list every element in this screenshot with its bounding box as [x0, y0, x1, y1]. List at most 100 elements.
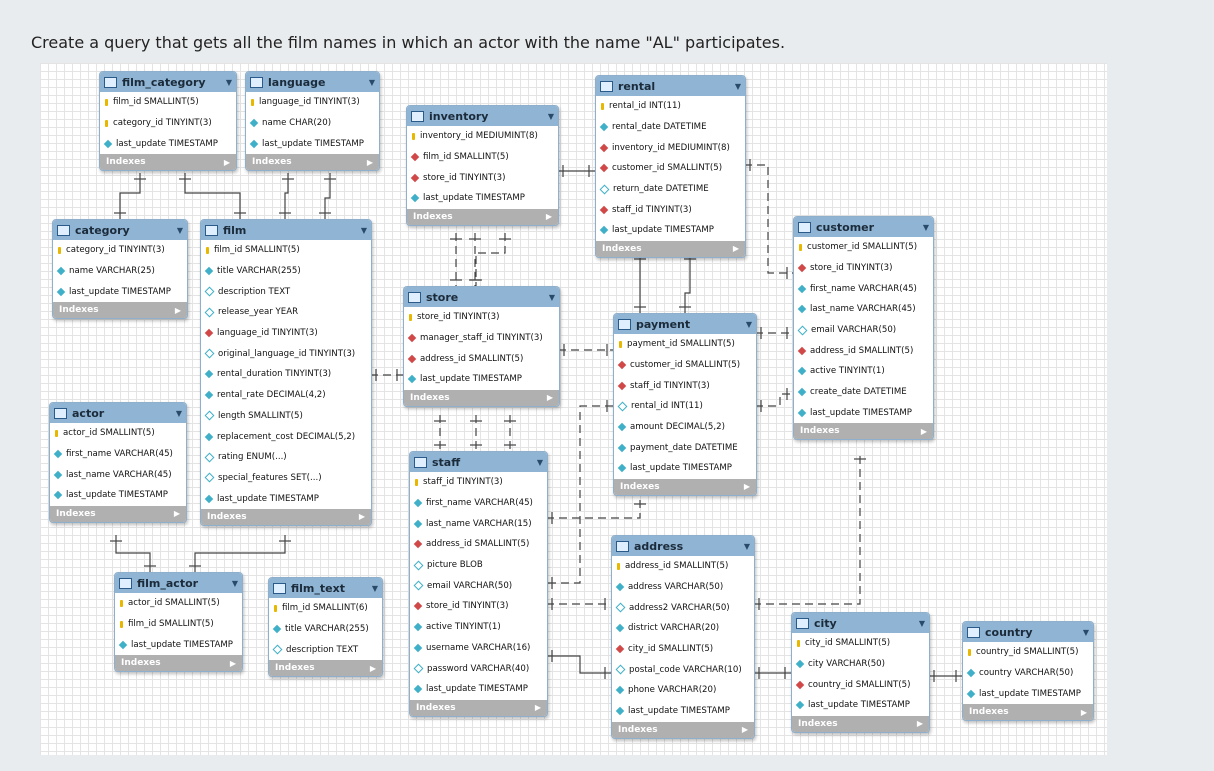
column-row[interactable]: address VARCHAR(50) — [612, 577, 754, 598]
column-row[interactable]: staff_id TINYINT(3) — [410, 472, 547, 493]
expand-arrow-icon[interactable]: ▶ — [545, 212, 552, 222]
column-row[interactable]: phone VARCHAR(20) — [612, 680, 754, 701]
table-address[interactable]: address▼address_id SMALLINT(5)address VA… — [611, 535, 755, 739]
column-row[interactable]: first_name VARCHAR(45) — [50, 444, 186, 465]
collapse-caret-icon[interactable]: ▼ — [371, 583, 378, 593]
column-row[interactable]: replacement_cost DECIMAL(5,2) — [201, 426, 371, 447]
column-row[interactable]: last_update TIMESTAMP — [963, 683, 1093, 704]
column-row[interactable]: amount DECIMAL(5,2) — [614, 417, 756, 438]
column-row[interactable]: district VARCHAR(20) — [612, 618, 754, 639]
column-row[interactable]: city_id SMALLINT(5) — [792, 633, 929, 654]
table-header[interactable]: film_actor▼ — [115, 573, 242, 593]
collapse-caret-icon[interactable]: ▼ — [1082, 627, 1089, 637]
column-row[interactable]: city VARCHAR(50) — [792, 654, 929, 675]
column-row[interactable]: manager_staff_id TINYINT(3) — [404, 328, 559, 349]
column-row[interactable]: language_id TINYINT(3) — [246, 92, 379, 113]
table-city[interactable]: city▼city_id SMALLINT(5)city VARCHAR(50)… — [791, 612, 930, 733]
column-row[interactable]: address2 VARCHAR(50) — [612, 597, 754, 618]
indexes-section[interactable]: Indexes▶ — [201, 508, 371, 525]
column-row[interactable]: last_update TIMESTAMP — [201, 488, 371, 509]
table-country[interactable]: country▼country_id SMALLINT(5)country VA… — [962, 621, 1094, 722]
table-header[interactable]: rental▼ — [596, 76, 745, 96]
collapse-caret-icon[interactable]: ▼ — [918, 618, 925, 628]
column-row[interactable]: title VARCHAR(255) — [201, 261, 371, 282]
table-customer[interactable]: customer▼customer_id SMALLINT(5)store_id… — [793, 216, 934, 441]
table-header[interactable]: store▼ — [404, 287, 559, 307]
indexes-section[interactable]: Indexes▶ — [404, 389, 559, 406]
collapse-caret-icon[interactable]: ▼ — [734, 81, 741, 91]
column-row[interactable]: description TEXT — [201, 281, 371, 302]
column-row[interactable]: store_id TINYINT(3) — [410, 596, 547, 617]
column-row[interactable]: rental_id INT(11) — [614, 396, 756, 417]
column-row[interactable]: actor_id SMALLINT(5) — [115, 593, 242, 614]
expand-arrow-icon[interactable]: ▶ — [732, 244, 739, 254]
collapse-caret-icon[interactable]: ▼ — [536, 457, 543, 467]
column-row[interactable]: last_update TIMESTAMP — [50, 485, 186, 506]
table-header[interactable]: country▼ — [963, 622, 1093, 642]
column-row[interactable]: rental_date DATETIME — [596, 117, 745, 138]
column-row[interactable]: last_update TIMESTAMP — [246, 133, 379, 154]
expand-arrow-icon[interactable]: ▶ — [358, 512, 365, 522]
column-row[interactable]: title VARCHAR(255) — [269, 619, 382, 640]
column-row[interactable]: last_name VARCHAR(15) — [410, 513, 547, 534]
expand-arrow-icon[interactable]: ▶ — [174, 305, 181, 315]
column-row[interactable]: last_update TIMESTAMP — [410, 679, 547, 700]
column-row[interactable]: password VARCHAR(40) — [410, 658, 547, 679]
table-inventory[interactable]: inventory▼inventory_id MEDIUMINT(8)film_… — [406, 105, 559, 226]
column-row[interactable]: film_id SMALLINT(5) — [407, 147, 558, 168]
column-row[interactable]: release_year YEAR — [201, 302, 371, 323]
collapse-caret-icon[interactable]: ▼ — [745, 319, 752, 329]
collapse-caret-icon[interactable]: ▼ — [176, 225, 183, 235]
collapse-caret-icon[interactable]: ▼ — [547, 111, 554, 121]
collapse-caret-icon[interactable]: ▼ — [360, 225, 367, 235]
column-row[interactable]: customer_id SMALLINT(5) — [596, 158, 745, 179]
column-row[interactable]: staff_id TINYINT(3) — [614, 375, 756, 396]
indexes-section[interactable]: Indexes▶ — [50, 505, 186, 522]
collapse-caret-icon[interactable]: ▼ — [743, 541, 750, 551]
column-row[interactable]: film_id SMALLINT(5) — [100, 92, 236, 113]
column-row[interactable]: last_update TIMESTAMP — [100, 133, 236, 154]
table-header[interactable]: film_category▼ — [100, 72, 236, 92]
column-row[interactable]: create_date DATETIME — [794, 382, 933, 403]
column-row[interactable]: last_update TIMESTAMP — [404, 369, 559, 390]
column-row[interactable]: username VARCHAR(16) — [410, 638, 547, 659]
column-row[interactable]: rental_rate DECIMAL(4,2) — [201, 385, 371, 406]
expand-arrow-icon[interactable]: ▶ — [173, 509, 180, 519]
column-row[interactable]: first_name VARCHAR(45) — [410, 493, 547, 514]
collapse-caret-icon[interactable]: ▼ — [225, 77, 232, 87]
column-row[interactable]: last_update TIMESTAMP — [794, 403, 933, 424]
indexes-section[interactable]: Indexes▶ — [596, 240, 745, 257]
column-row[interactable]: country_id SMALLINT(5) — [963, 642, 1093, 663]
column-row[interactable]: active TINYINT(1) — [794, 361, 933, 382]
column-row[interactable]: city_id SMALLINT(5) — [612, 639, 754, 660]
table-staff[interactable]: staff▼staff_id TINYINT(3)first_name VARC… — [409, 451, 548, 717]
column-row[interactable]: last_update TIMESTAMP — [407, 188, 558, 209]
column-row[interactable]: actor_id SMALLINT(5) — [50, 423, 186, 444]
expand-arrow-icon[interactable]: ▶ — [534, 703, 541, 713]
table-film-category[interactable]: film_category▼film_id SMALLINT(5)categor… — [99, 71, 237, 172]
column-row[interactable]: active TINYINT(1) — [410, 617, 547, 638]
table-film-actor[interactable]: film_actor▼actor_id SMALLINT(5)film_id S… — [114, 572, 243, 673]
column-row[interactable]: description TEXT — [269, 639, 382, 660]
table-film-text[interactable]: film_text▼film_id SMALLINT(6)title VARCH… — [268, 577, 383, 678]
column-row[interactable]: language_id TINYINT(3) — [201, 323, 371, 344]
table-header[interactable]: category▼ — [53, 220, 187, 240]
column-row[interactable]: store_id TINYINT(3) — [404, 307, 559, 328]
column-row[interactable]: last_update TIMESTAMP — [53, 281, 187, 302]
expand-arrow-icon[interactable]: ▶ — [369, 663, 376, 673]
table-header[interactable]: staff▼ — [410, 452, 547, 472]
indexes-section[interactable]: Indexes▶ — [792, 715, 929, 732]
collapse-caret-icon[interactable]: ▼ — [368, 77, 375, 87]
column-row[interactable]: address_id SMALLINT(5) — [612, 556, 754, 577]
table-store[interactable]: store▼store_id TINYINT(3)manager_staff_i… — [403, 286, 560, 407]
indexes-section[interactable]: Indexes▶ — [407, 208, 558, 225]
table-header[interactable]: inventory▼ — [407, 106, 558, 126]
column-row[interactable]: store_id TINYINT(3) — [407, 167, 558, 188]
indexes-section[interactable]: Indexes▶ — [410, 699, 547, 716]
column-row[interactable]: store_id TINYINT(3) — [794, 258, 933, 279]
table-payment[interactable]: payment▼payment_id SMALLINT(5)customer_i… — [613, 313, 757, 496]
column-row[interactable]: last_update TIMESTAMP — [614, 458, 756, 479]
expand-arrow-icon[interactable]: ▶ — [916, 719, 923, 729]
column-row[interactable]: category_id TINYINT(3) — [100, 113, 236, 134]
column-row[interactable]: country VARCHAR(50) — [963, 663, 1093, 684]
